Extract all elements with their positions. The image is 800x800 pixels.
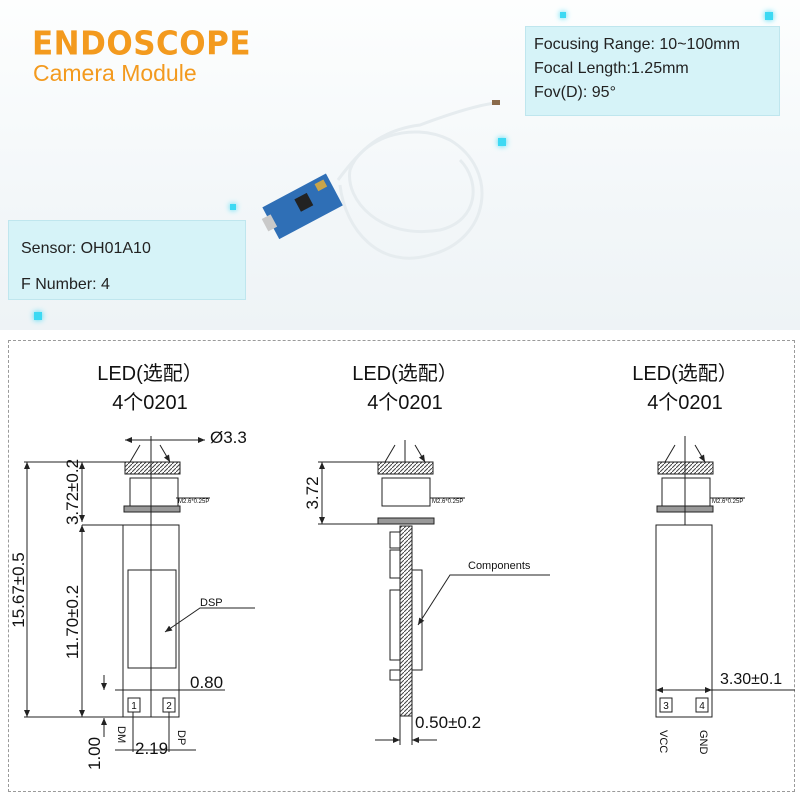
dim-total-length: 15.67±0.5	[9, 552, 28, 628]
pad-1: 1	[131, 701, 137, 712]
components-label: Components	[468, 560, 531, 572]
pad-3: 3	[663, 701, 669, 712]
dim-diameter: Ø3.3	[210, 428, 247, 447]
title-endoscope: ENDOSCOPE	[32, 25, 252, 63]
led-label-1: LED(选配）	[97, 362, 203, 385]
dim-board-length: 11.70±0.2	[63, 585, 82, 659]
camera-head	[492, 100, 500, 105]
pin-dp: DP	[175, 730, 187, 745]
decor-dot	[34, 312, 42, 320]
spec-box-optics: Focusing Range: 10~100mm Focal Length:1.…	[525, 26, 780, 116]
drawing-back-view	[655, 436, 795, 718]
decor-dot	[765, 12, 773, 20]
led-label-2: LED(选配）	[352, 362, 458, 385]
pin-dm: DM	[115, 726, 127, 743]
thread-label-2: M2.6*0.25P	[432, 499, 463, 505]
spec-focal-length: Focal Length:1.25mm	[534, 60, 689, 77]
decor-dot	[560, 12, 566, 18]
spec-box-sensor: Sensor: OH01A10 F Number: 4	[8, 220, 246, 300]
drawing-side-view	[318, 440, 550, 745]
pad-4: 4	[699, 701, 705, 712]
title-camera-module: Camera Module	[33, 60, 197, 86]
led-count-1: 4个0201	[112, 391, 188, 414]
dsp-label: DSP	[200, 597, 223, 609]
spec-f-number: F Number: 4	[21, 276, 110, 293]
dim-bottom-margin: 1.00	[85, 737, 104, 770]
dim-lens-height-1: 3.72±0.2	[63, 459, 82, 525]
spec-focusing-range: Focusing Range: 10~100mm	[534, 36, 740, 53]
dim-pad-pitch: 2.19	[135, 739, 168, 758]
decor-dot	[498, 138, 506, 146]
pad-2: 2	[166, 701, 172, 712]
thread-label-3: M2.6*0.25P	[712, 499, 743, 505]
thread-label-1: M2.6*0.25P	[178, 499, 209, 505]
dim-thickness: 0.50±0.2	[415, 713, 481, 732]
dim-pad-offset: 0.80	[190, 673, 223, 692]
led-count-3: 4个0201	[647, 391, 723, 414]
pin-gnd: GND	[697, 730, 709, 755]
drawing-panel	[8, 340, 795, 792]
drawing-front-view	[24, 436, 255, 752]
product-illustration	[261, 100, 500, 260]
led-count-2: 4个0201	[367, 391, 443, 414]
dim-board-width: 3.30±0.1	[720, 671, 782, 688]
cable	[336, 101, 496, 260]
spec-fov: Fov(D): 95°	[534, 84, 616, 101]
led-label-3: LED(选配）	[632, 362, 738, 385]
dim-lens-height-2: 3.72	[303, 476, 322, 509]
pin-vcc: VCC	[657, 730, 669, 753]
decor-dot	[230, 204, 236, 210]
pcb-board	[261, 173, 343, 240]
spec-sensor: Sensor: OH01A10	[21, 240, 151, 257]
